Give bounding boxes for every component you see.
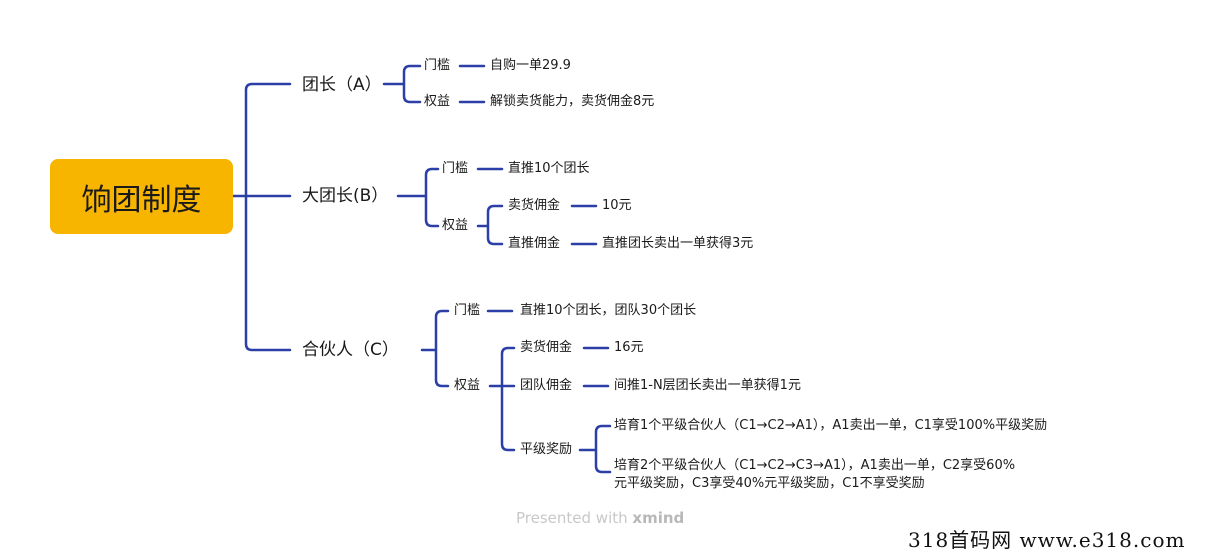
connector-a xyxy=(382,64,422,104)
c-rights-label[interactable]: 权益 xyxy=(454,378,481,393)
c-threshold-detail[interactable]: 直推10个团长，团队30个团长 xyxy=(520,303,697,318)
watermark-prefix: Presented with xyxy=(516,509,628,527)
topic-datuanzhang[interactable]: 大团长(B） xyxy=(302,186,389,206)
c-level-reward-label[interactable]: 平级奖励 xyxy=(520,442,573,457)
topic-tuanzhang[interactable]: 团长（A） xyxy=(302,75,382,95)
xmind-logo: xmind xyxy=(632,509,685,527)
connector-c-rights xyxy=(488,346,516,452)
b-rights-label[interactable]: 权益 xyxy=(442,218,469,233)
connector-c-rights-detail xyxy=(582,346,610,388)
a-threshold-label[interactable]: 门槛 xyxy=(424,58,451,73)
b-threshold-detail[interactable]: 直推10个团长 xyxy=(508,161,590,176)
site-watermark: 318首码网 www.e318.com xyxy=(908,528,1186,552)
a-threshold-detail[interactable]: 自购一单29.9 xyxy=(490,58,571,73)
root-topic[interactable]: 饷团制度 xyxy=(50,159,233,234)
b-direct-commission-label[interactable]: 直推佣金 xyxy=(508,236,561,251)
c-team-commission-detail[interactable]: 间推1-N层团长卖出一单获得1元 xyxy=(614,378,801,393)
connector-b-rights-detail xyxy=(570,204,598,246)
c-level-reward-detail-1[interactable]: 培育1个平级合伙人（C1→C2→A1），A1卖出一单，C1享受100%平级奖励 xyxy=(614,418,1048,433)
c-sales-commission-label[interactable]: 卖货佣金 xyxy=(520,340,573,355)
b-direct-commission-detail[interactable]: 直推团长卖出一单获得3元 xyxy=(602,236,754,251)
c-team-commission-label[interactable]: 团队佣金 xyxy=(520,378,573,393)
b-sales-commission-detail[interactable]: 10元 xyxy=(602,198,632,213)
connector-b-rights xyxy=(476,204,504,246)
connector-trunk xyxy=(244,82,292,352)
connector-c xyxy=(420,309,450,388)
b-sales-commission-label[interactable]: 卖货佣金 xyxy=(508,198,561,213)
c-level-reward-detail-2[interactable]: 培育2个平级合伙人（C1→C2→C3→A1），A1卖出一单，C2享受60% xyxy=(614,458,1016,473)
c-level-reward-detail-3[interactable]: 元平级奖励，C3享受40%元平级奖励，C1不享受奖励 xyxy=(614,476,925,491)
connector-a-detail xyxy=(458,64,486,104)
a-rights-detail[interactable]: 解锁卖货能力，卖货佣金8元 xyxy=(490,94,655,109)
a-rights-label[interactable]: 权益 xyxy=(424,94,451,109)
connector-b xyxy=(396,167,440,228)
c-sales-commission-detail[interactable]: 16元 xyxy=(614,340,644,355)
c-threshold-label[interactable]: 门槛 xyxy=(454,303,481,318)
connector-c-level xyxy=(578,424,612,474)
topic-hehuoren[interactable]: 合伙人（C） xyxy=(302,340,399,360)
b-threshold-label[interactable]: 门槛 xyxy=(442,161,469,176)
presented-with-watermark: Presented with xmind xyxy=(516,509,684,527)
